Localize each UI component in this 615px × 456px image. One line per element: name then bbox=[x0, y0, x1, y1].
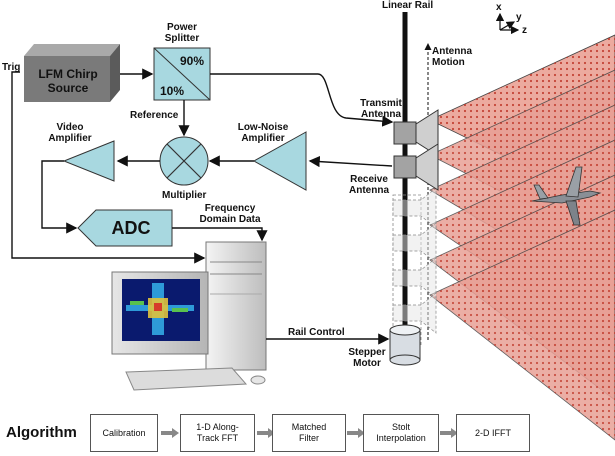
axis-x-label: x bbox=[496, 2, 502, 13]
trig-label: Trig bbox=[2, 62, 21, 73]
power-splitter-label: Power Splitter bbox=[164, 22, 200, 44]
lfm-chirp-source bbox=[24, 44, 120, 102]
low-noise-amplifier bbox=[252, 131, 307, 191]
lfm-source-label: LFM Chirp Source bbox=[38, 67, 98, 95]
reference-label: Reference bbox=[130, 110, 179, 121]
beam-fans bbox=[429, 34, 615, 441]
algorithm-step-fft: 1-D Along- Track FFT bbox=[180, 414, 255, 452]
wires bbox=[11, 68, 394, 345]
algorithm-arrow-1 bbox=[161, 428, 179, 438]
algorithm-step-ifft: 2-D IFFT bbox=[456, 414, 530, 452]
pct-90-label: 90% bbox=[180, 54, 205, 68]
transmit-antenna bbox=[393, 109, 439, 157]
algorithm-arrow-2 bbox=[257, 428, 275, 438]
algorithm-step-matched-filter: Matched Filter bbox=[272, 414, 346, 452]
algorithm-arrow-3 bbox=[347, 428, 365, 438]
adc-label: ADC bbox=[111, 218, 151, 238]
receive-antenna bbox=[393, 143, 439, 191]
target-aircraft bbox=[531, 166, 602, 226]
stepper-motor-label: Stepper Motor bbox=[348, 347, 386, 369]
algorithm-title: Algorithm bbox=[6, 424, 77, 441]
multiplier bbox=[159, 136, 209, 186]
frequency-domain-data-label: Frequency Domain Data bbox=[199, 203, 261, 225]
axes-icon bbox=[495, 12, 520, 35]
algorithm-step-calibration: Calibration bbox=[90, 414, 158, 452]
algorithm-arrow-4 bbox=[440, 428, 458, 438]
pct-10-label: 10% bbox=[160, 84, 185, 98]
multiplier-label: Multiplier bbox=[162, 190, 207, 201]
transmit-antenna-label: Transmit Antenna bbox=[360, 98, 402, 120]
power-splitter bbox=[153, 47, 211, 101]
computer bbox=[111, 241, 267, 391]
rail-control-label: Rail Control bbox=[288, 327, 345, 338]
algorithm-step-stolt: Stolt Interpolation bbox=[363, 414, 439, 452]
receive-antenna-label: Receive Antenna bbox=[349, 174, 389, 196]
adc bbox=[77, 209, 173, 247]
video-amplifier bbox=[62, 140, 115, 182]
axis-z-label: z bbox=[522, 25, 527, 36]
low-noise-amplifier-label: Low-Noise Amplifier bbox=[237, 122, 289, 144]
axis-y-label: y bbox=[516, 12, 522, 23]
video-amplifier-label: Video Amplifier bbox=[48, 122, 92, 144]
stepper-motor bbox=[389, 324, 421, 366]
antenna-motion-label: Antenna Motion bbox=[432, 46, 472, 68]
linear-rail-label: Linear Rail bbox=[382, 0, 434, 11]
sar-image bbox=[126, 283, 194, 335]
